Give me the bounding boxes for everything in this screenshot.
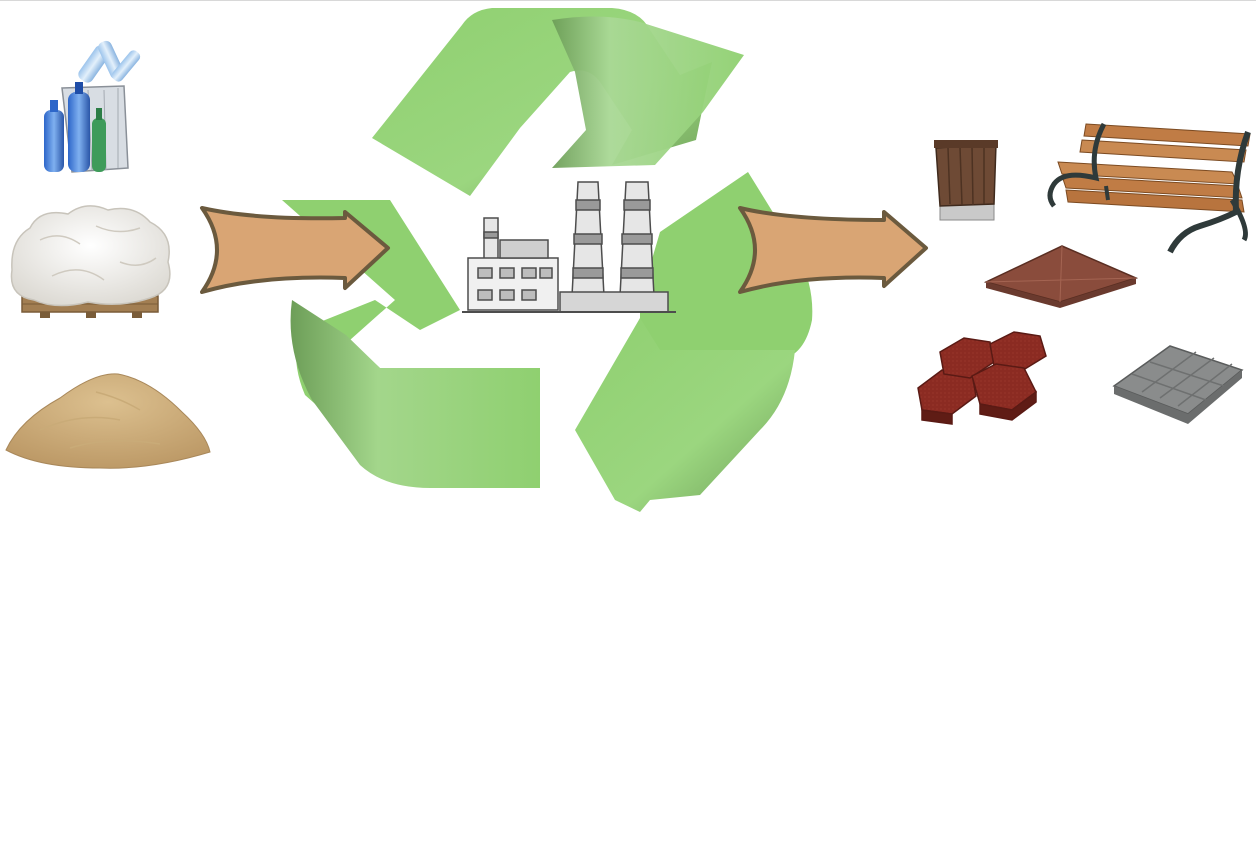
hexagon-paving-tile-icon [917, 331, 1047, 425]
textile-bale-icon [10, 205, 171, 318]
top-border [0, 0, 1256, 1]
recycle-arrow-left-body [290, 300, 540, 488]
plastic-bottles-bin-icon [44, 40, 141, 173]
recycling-symbol-icon [282, 8, 813, 512]
park-bench-icon [1047, 122, 1251, 254]
factory-icon [462, 181, 676, 313]
output-arrow-icon [738, 206, 928, 294]
sand-pile-icon [5, 373, 211, 469]
diagram-canvas [5, 8, 1251, 512]
recycle-arrow-right-head [575, 318, 795, 512]
grey-paving-tile-icon [1112, 345, 1244, 424]
manhole-cover-icon [983, 245, 1139, 308]
input-arrow-icon [200, 206, 390, 294]
trash-bin-icon [934, 140, 998, 221]
recycle-arrow-top-head [552, 16, 744, 169]
